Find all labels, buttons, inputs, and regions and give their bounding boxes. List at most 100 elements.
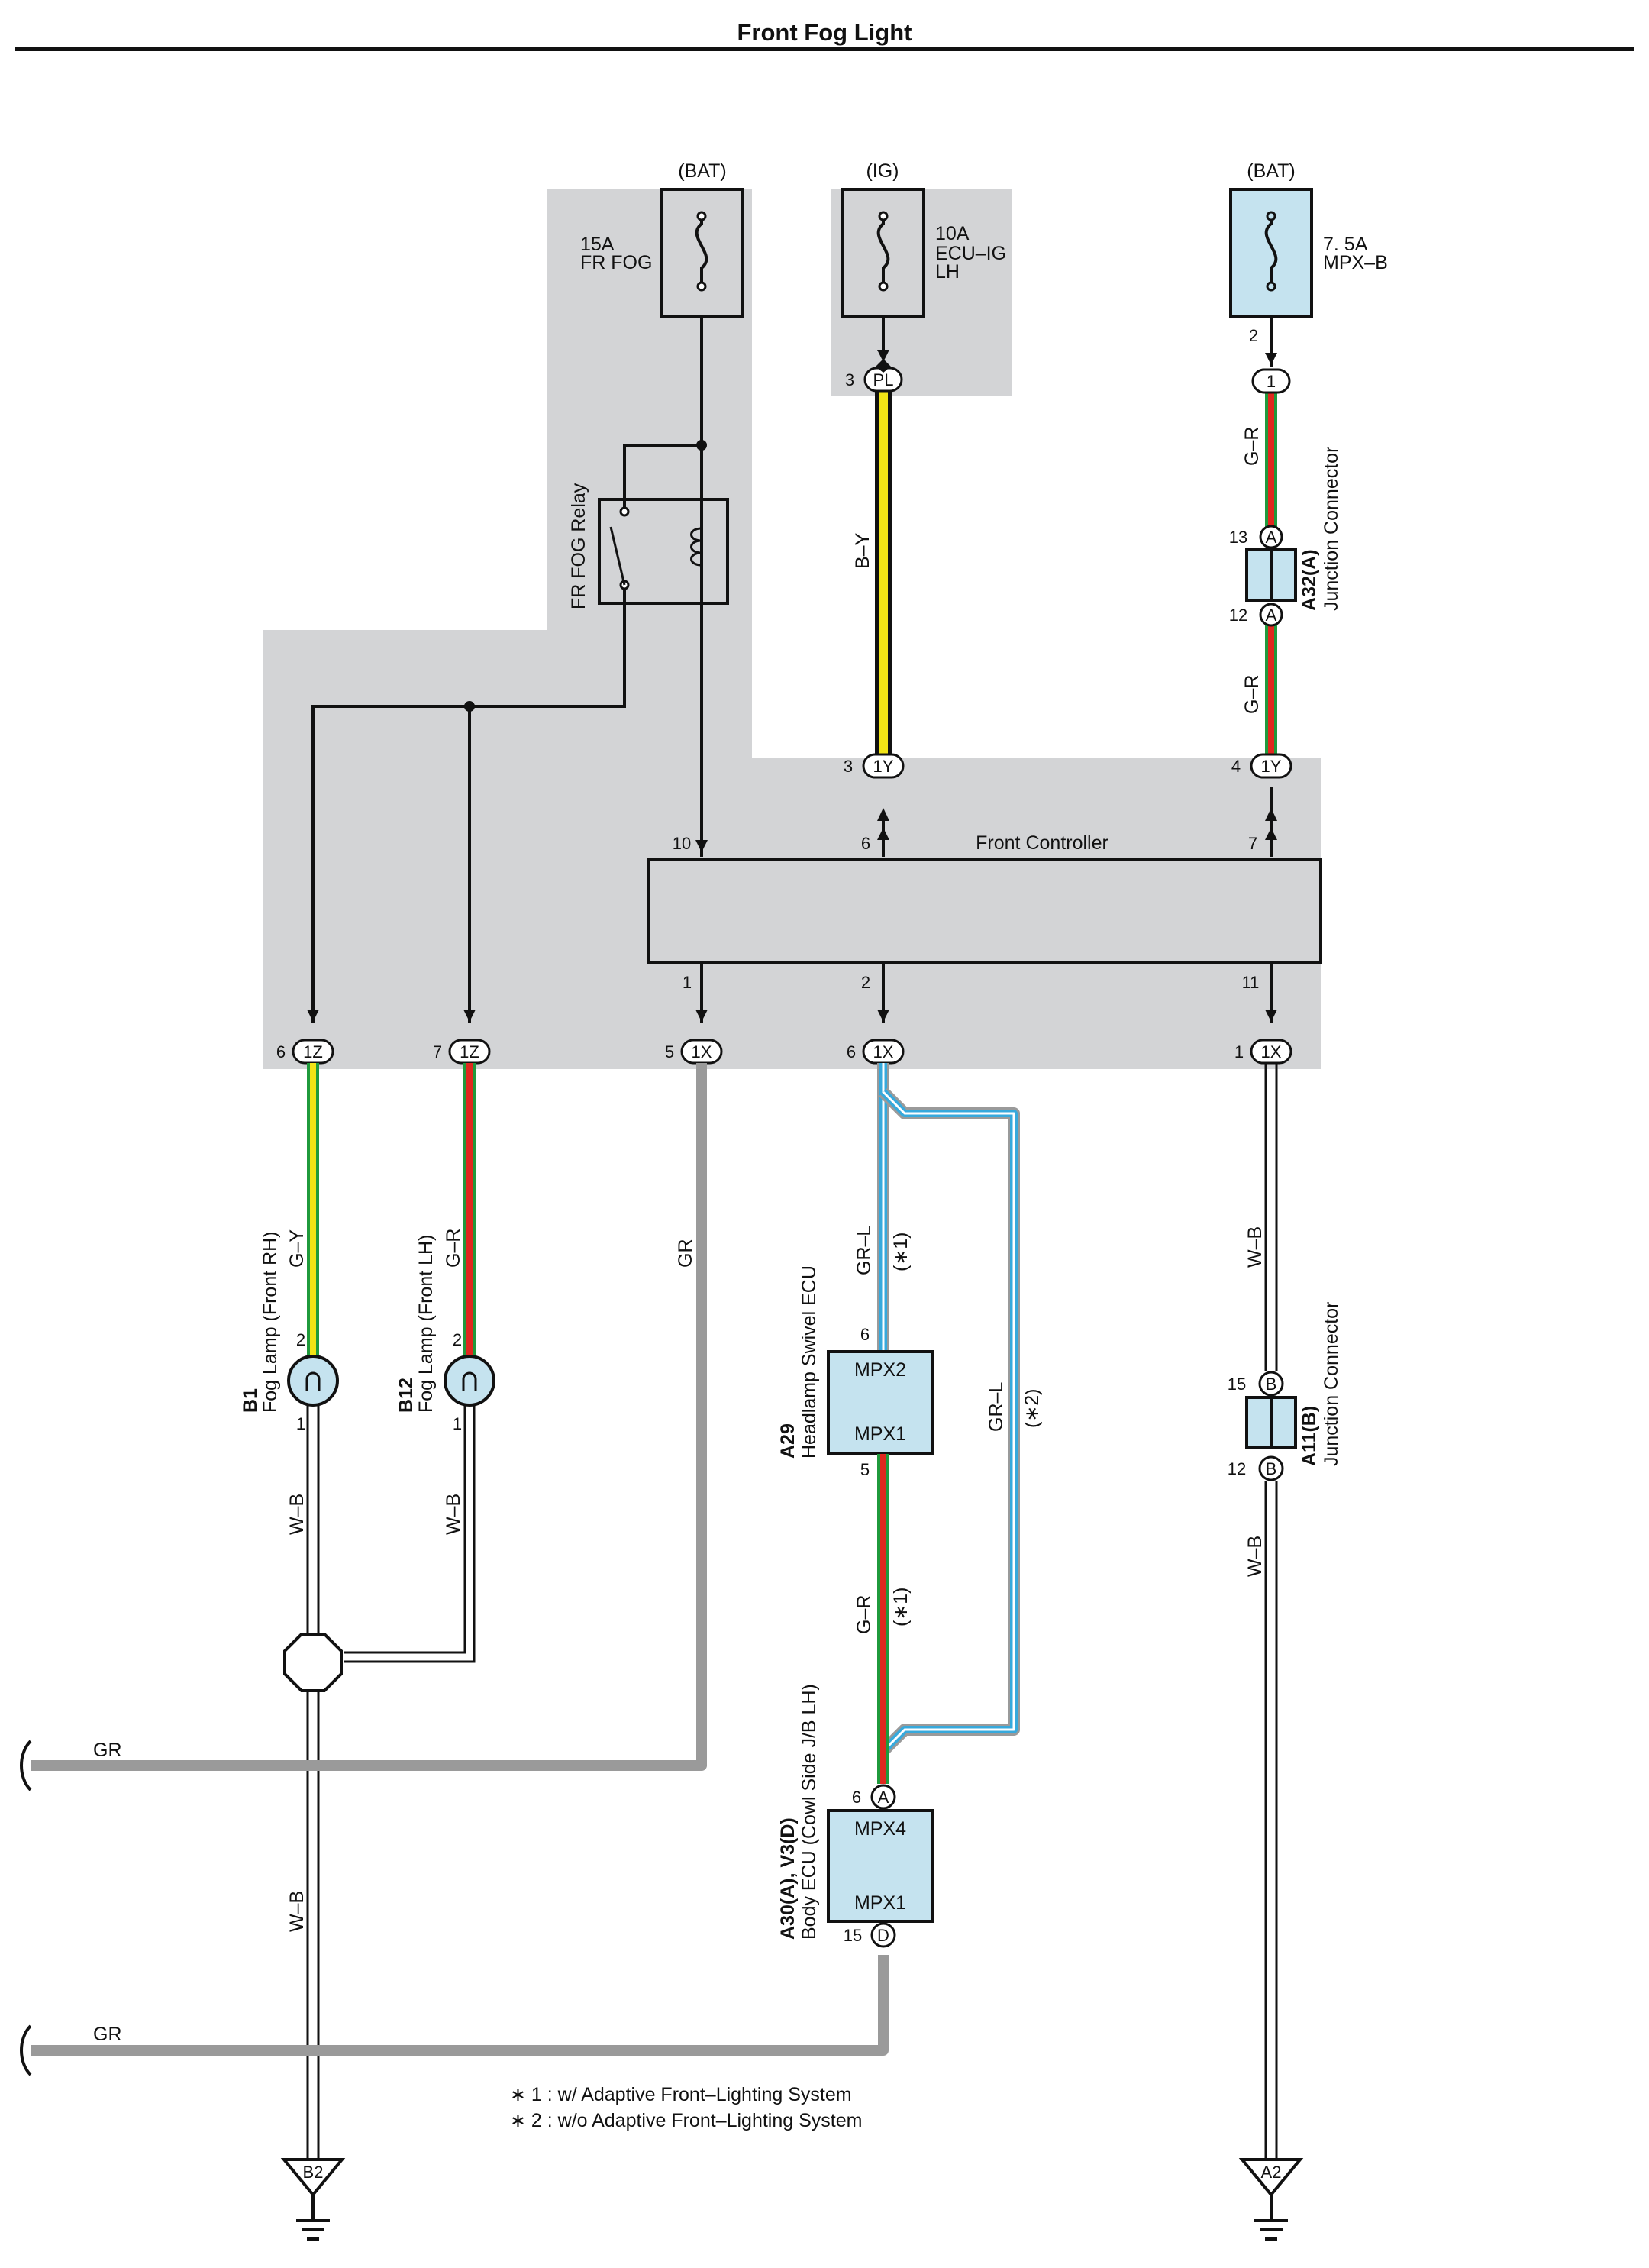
junction-a11 — [1245, 1371, 1297, 1481]
swivel-ecu-box — [827, 1350, 934, 1455]
body-ecu-pin-top: 6 — [852, 1788, 861, 1807]
lamp-rh-pin-bottom: 1 — [296, 1414, 305, 1433]
wire-w-b-label-lh: W–B — [443, 1494, 464, 1535]
fuse-ecu-ig — [841, 188, 925, 318]
wire-gr-label-vertical: GR — [675, 1239, 696, 1268]
fuse-ecu-ig-name2: LH — [935, 261, 960, 283]
svg-text:7: 7 — [433, 1042, 442, 1061]
wire-gr — [31, 1063, 889, 2056]
svg-text:PL: PL — [873, 370, 894, 389]
a11-id: A11(B) — [1299, 1406, 1320, 1466]
fuse-ecu-ig-amp: 10A — [935, 223, 970, 244]
body-ecu-name: Body ECU (Cowl Side J/B LH) — [799, 1684, 820, 1940]
break-mark-2 — [20, 2024, 32, 2076]
lamp-rh-pin-top: 2 — [296, 1330, 305, 1349]
svg-text:1Y: 1Y — [1261, 757, 1282, 776]
a32-letter-top: A — [1266, 528, 1277, 547]
a32-letter-bottom: A — [1266, 606, 1277, 625]
svg-text:1Y: 1Y — [873, 757, 894, 776]
ground-b2 — [280, 2158, 346, 2241]
body-ecu-pin-a — [870, 1784, 896, 1810]
a11-pin-bottom: 12 — [1228, 1459, 1246, 1478]
a32-pin-top: 13 — [1229, 528, 1247, 547]
lamp-rh-id: B1 — [240, 1388, 261, 1413]
svg-text:3: 3 — [845, 370, 854, 389]
a11-letter-top: B — [1266, 1375, 1277, 1394]
lamp-lh-name: Fog Lamp (Front LH) — [415, 1235, 437, 1413]
wire-g-r-lh — [463, 1063, 476, 1355]
relay-label: FR FOG Relay — [568, 483, 589, 609]
junction-a32 — [1245, 525, 1297, 627]
svg-text:1X: 1X — [692, 1042, 712, 1061]
a32-pin-bottom: 12 — [1229, 606, 1247, 625]
body-ecu-t1: MPX4 — [854, 1818, 906, 1840]
wire-g-r-label-2: G–R — [1241, 675, 1263, 714]
a11-pin-top: 15 — [1228, 1375, 1246, 1394]
connector-1z-left: 1Z 6 — [276, 1039, 334, 1065]
wire-w-b-label-ground: W–B — [286, 1891, 308, 1932]
wire-g-r-mid — [1265, 625, 1277, 764]
front-controller — [647, 858, 1322, 964]
connector-1x-b: 1X 6 — [847, 1039, 905, 1065]
connector-arrows — [876, 359, 891, 373]
fuse-mpx-b-name: MPX–B — [1323, 252, 1388, 273]
fc-pin-10: 10 — [673, 834, 691, 853]
body-ecu-box — [827, 1809, 934, 1923]
body-ecu-id: A30(A), V3(D) — [777, 1817, 799, 1940]
splice-point — [283, 1633, 343, 1692]
wire-arrows — [307, 350, 1277, 1022]
svg-text:6: 6 — [847, 1042, 856, 1061]
connectors: PL 3 1 2 1Y 3 1Y 4 1Z 6 1Z 7 — [276, 326, 1292, 1065]
wire-b-y — [875, 391, 892, 769]
wire-gr-l — [877, 1063, 1020, 1756]
svg-text:1Z: 1Z — [460, 1042, 479, 1061]
ground-a2-label: A2 — [1261, 2163, 1282, 2182]
body-ecu-pin-d — [870, 1922, 896, 1948]
title-rule — [15, 47, 1634, 51]
fuse-fr-fog-name: FR FOG — [580, 252, 652, 273]
swivel-ecu-t2: MPX1 — [854, 1423, 906, 1445]
fog-lamp-rh — [287, 1355, 339, 1407]
svg-text:4: 4 — [1231, 757, 1241, 776]
ig-label: (IG) — [866, 160, 899, 182]
wire-g-y-label: G–Y — [286, 1229, 308, 1268]
wire-b-y-label: B–Y — [852, 532, 873, 569]
wire-g-r-ecu-note: (∗1) — [890, 1587, 912, 1627]
bat-right-label: (BAT) — [1247, 160, 1295, 182]
wire-g-r-upper — [1265, 391, 1277, 527]
connector-1y-right: 1Y 4 — [1231, 753, 1292, 779]
wire-gr-l-label-2: GR–L — [986, 1382, 1007, 1432]
wire-gr-label-1: GR — [93, 1740, 122, 1761]
wire-w-b-right-label-2: W–B — [1244, 1536, 1266, 1577]
a11-letter-bottom: B — [1266, 1459, 1277, 1478]
a32-name: Junction Connector — [1321, 447, 1342, 611]
wire-g-r-ecu-label: G–R — [854, 1595, 875, 1634]
connector-pl: PL 3 — [845, 367, 903, 393]
ground-a2 — [1238, 2158, 1304, 2241]
fog-lamp-lh — [444, 1355, 495, 1407]
lamp-lh-id: B12 — [395, 1378, 417, 1413]
fc-pin-2: 2 — [861, 973, 870, 992]
body-ecu-t2: MPX1 — [854, 1892, 906, 1914]
lamp-lh-pin-top: 2 — [453, 1330, 462, 1349]
wire-g-r-ecu — [877, 1454, 889, 1784]
fc-pin-1: 1 — [683, 973, 692, 992]
shaded-regions — [263, 189, 1321, 1069]
swivel-ecu-id: A29 — [777, 1423, 799, 1459]
junction-dot-relay — [696, 440, 707, 451]
swivel-ecu-t1: MPX2 — [854, 1359, 906, 1381]
connector-1x-a: 1X 5 — [665, 1039, 723, 1065]
note-1: ∗ 1 : w/ Adaptive Front–Lighting System — [510, 2084, 852, 2105]
a32-id: A32(A) — [1299, 549, 1320, 611]
svg-text:2: 2 — [1249, 326, 1258, 345]
swivel-ecu-pin-top: 6 — [860, 1325, 870, 1344]
swivel-ecu-pin-bottom: 5 — [860, 1460, 870, 1479]
page-title: Front Fog Light — [737, 19, 912, 46]
svg-text:1Z: 1Z — [303, 1042, 323, 1061]
body-ecu-letter-top: A — [878, 1788, 889, 1807]
svg-text:1X: 1X — [873, 1042, 894, 1061]
connector-1x-c: 1X 1 — [1234, 1039, 1292, 1065]
wire-w-b-label-rh: W–B — [286, 1494, 308, 1535]
svg-text:3: 3 — [844, 757, 853, 776]
